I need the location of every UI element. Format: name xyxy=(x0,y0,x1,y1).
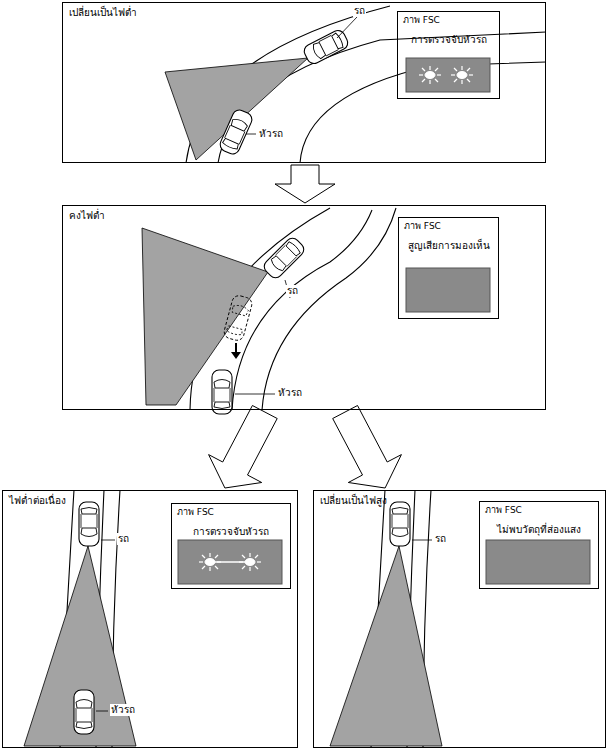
stage-panel: เปลี่ยนเป็นไฟสูงภาพ FSCไม่พบวัตถุที่ส่อง… xyxy=(313,490,606,748)
flow-arrow xyxy=(333,406,402,489)
stage-panel: ไฟต่ำต่อเนื่องภาพ FSC การตรวจจับหัวรถ xyxy=(2,490,298,748)
flow-arrow xyxy=(275,165,335,203)
image-title: ภาพ FSC xyxy=(485,505,593,516)
image-title: ภาพ FSC xyxy=(404,221,493,232)
part-label: รถ xyxy=(434,533,447,545)
part-label: รถ xyxy=(353,5,366,17)
status-text: การตรวจจับหัวรถ xyxy=(177,526,285,538)
image-title: ภาพ FSC xyxy=(403,15,494,26)
status-text: ไม่พบวัตถุที่ส่องแสง xyxy=(485,524,593,536)
fsc-image-box: ภาพ FSC ไม่พบวัตถุที่ส่องแสง xyxy=(479,501,599,589)
panel-heading: เปลี่ยนเป็นไฟต่ำ xyxy=(69,7,539,19)
panel-heading: คงไฟต่ำ xyxy=(69,210,539,222)
part-label: หัวรถ xyxy=(277,387,303,399)
stage-panel: เปลี่ยนเป็นไฟต่ำภาพ FSC การตรวจจับหัวรถ xyxy=(62,2,546,163)
part-label: รถ xyxy=(117,533,130,545)
fsc-image-box: ภาพ FSC การตรวจจับหัวรถ xyxy=(397,11,500,99)
part-label: หัวรถ xyxy=(258,128,284,140)
status-text: การตรวจจับหัวรถ xyxy=(403,34,494,46)
stage-panel: คงไฟต่ำภาพ FSC สูญเสียการมองเห็น xyxy=(62,205,546,410)
fsc-image-box: ภาพ FSC การตรวจจับหัวรถ xyxy=(171,503,291,589)
part-label: รถ xyxy=(286,285,299,297)
fsc-image-box: ภาพ FSC สูญเสียการมองเห็น xyxy=(398,217,499,319)
part-label: หัวรถ xyxy=(110,704,136,716)
flow-arrow xyxy=(209,406,278,489)
panel-heading: ไฟต่ำต่อเนื่อง xyxy=(9,495,291,507)
image-title: ภาพ FSC xyxy=(177,507,285,518)
status-text: สูญเสียการมองเห็น xyxy=(404,240,493,252)
